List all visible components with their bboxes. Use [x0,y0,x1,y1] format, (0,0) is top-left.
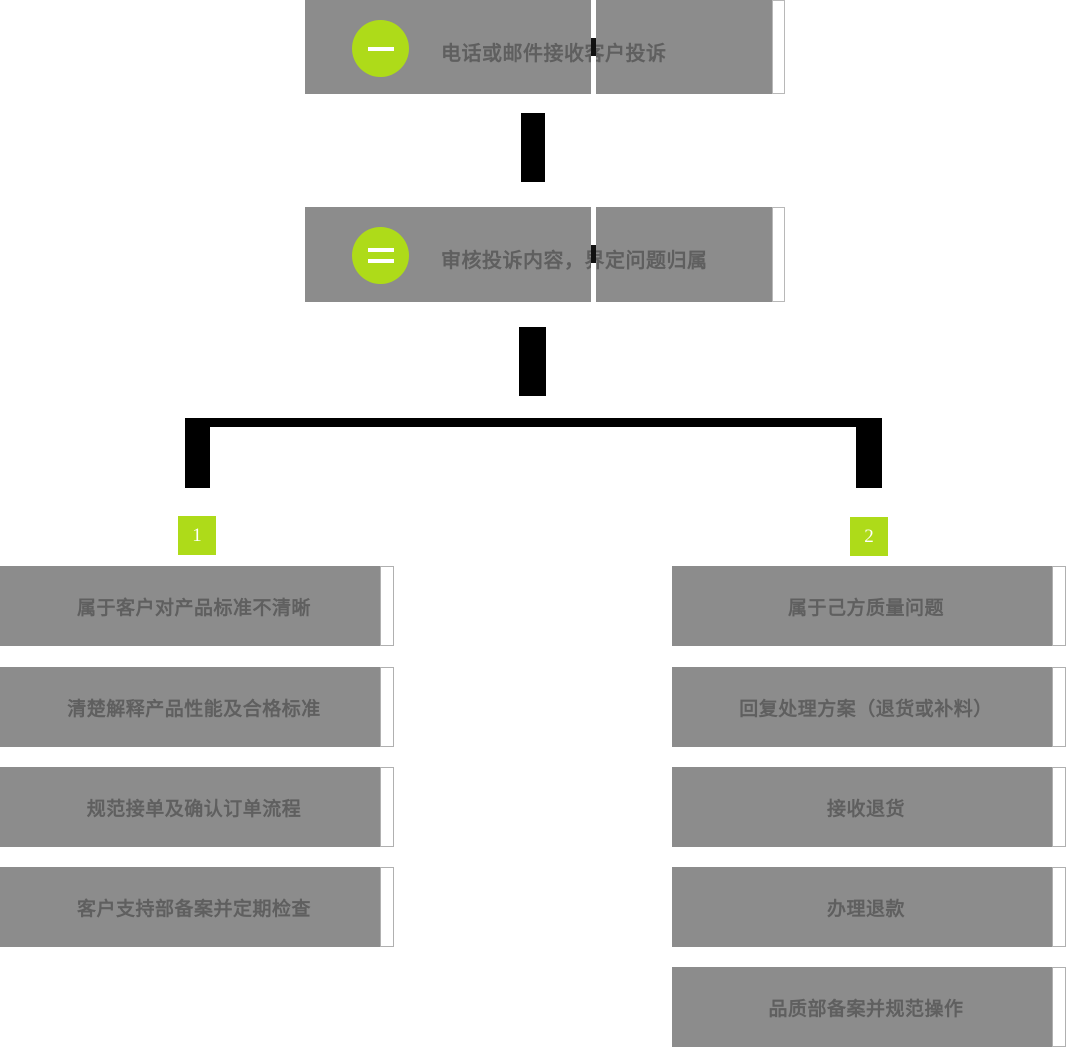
branch-badge-1: 1 [178,516,216,555]
branch-2-item-0-tab [1052,566,1066,646]
branch-2-item-1-tab [1052,667,1066,747]
branch-1-item-2-tab [380,767,394,847]
branch-2-item-3-label: 办理退款 [826,898,905,920]
step-title-2: 审核投诉内容，界定问题归属 [441,250,708,272]
branch-2-item-1-label: 回复处理方案（退货或补料） [739,698,993,720]
branch-2-item-4-tab [1052,967,1066,1047]
branch-1-item-2[interactable]: 规范接单及确认订单流程 [0,767,388,847]
step-tab-1 [772,0,785,94]
branch-1-item-1-label: 清楚解释产品性能及合格标准 [67,698,321,720]
branch-2-item-2[interactable]: 接收退货 [672,767,1060,847]
step-divider-mark-2 [591,245,596,263]
branch-1-item-1-tab [380,667,394,747]
step-title-1: 电话或邮件接收客户投诉 [441,43,667,65]
branch-2-item-2-label: 接收退货 [826,798,905,820]
branch-1-item-3-tab [380,867,394,947]
branch-1-item-0[interactable]: 属于客户对产品标准不清晰 [0,566,388,646]
step-marker-circle-1 [352,20,409,77]
step-marker-stroke [367,259,394,263]
branch-1-item-3[interactable]: 客户支持部备案并定期检查 [0,867,388,947]
branch-1-item-0-tab [380,566,394,646]
branch-2-item-0[interactable]: 属于己方质量问题 [672,566,1060,646]
step-marker-stroke [367,248,394,252]
step-marker-stroke [367,46,394,51]
branch-bracket-leg-left [185,418,210,488]
branch-1-item-3-label: 客户支持部备案并定期检查 [76,898,311,920]
branch-1-item-1[interactable]: 清楚解释产品性能及合格标准 [0,667,388,747]
branch-badge-2: 2 [850,517,888,556]
branch-2-item-3[interactable]: 办理退款 [672,867,1060,947]
branch-2-item-3-tab [1052,867,1066,947]
connector-step2-branch [519,327,546,396]
branch-2-item-4[interactable]: 品质部备案并规范操作 [672,967,1060,1047]
branch-2-item-0-label: 属于己方质量问题 [787,597,944,619]
connector-step1-step2 [521,113,545,182]
step-tab-2 [772,207,785,302]
branch-2-item-2-tab [1052,767,1066,847]
branch-2-item-4-label: 品质部备案并规范操作 [768,998,964,1020]
step-divider-mark-1 [591,38,596,56]
step-marker-circle-2 [352,227,409,284]
branch-1-item-0-label: 属于客户对产品标准不清晰 [76,597,311,619]
branch-1-item-2-label: 规范接单及确认订单流程 [86,798,302,820]
branch-bracket-leg-right [856,418,882,488]
branch-2-item-1[interactable]: 回复处理方案（退货或补料） [672,667,1060,747]
branch-bracket-horizontal [185,418,882,427]
